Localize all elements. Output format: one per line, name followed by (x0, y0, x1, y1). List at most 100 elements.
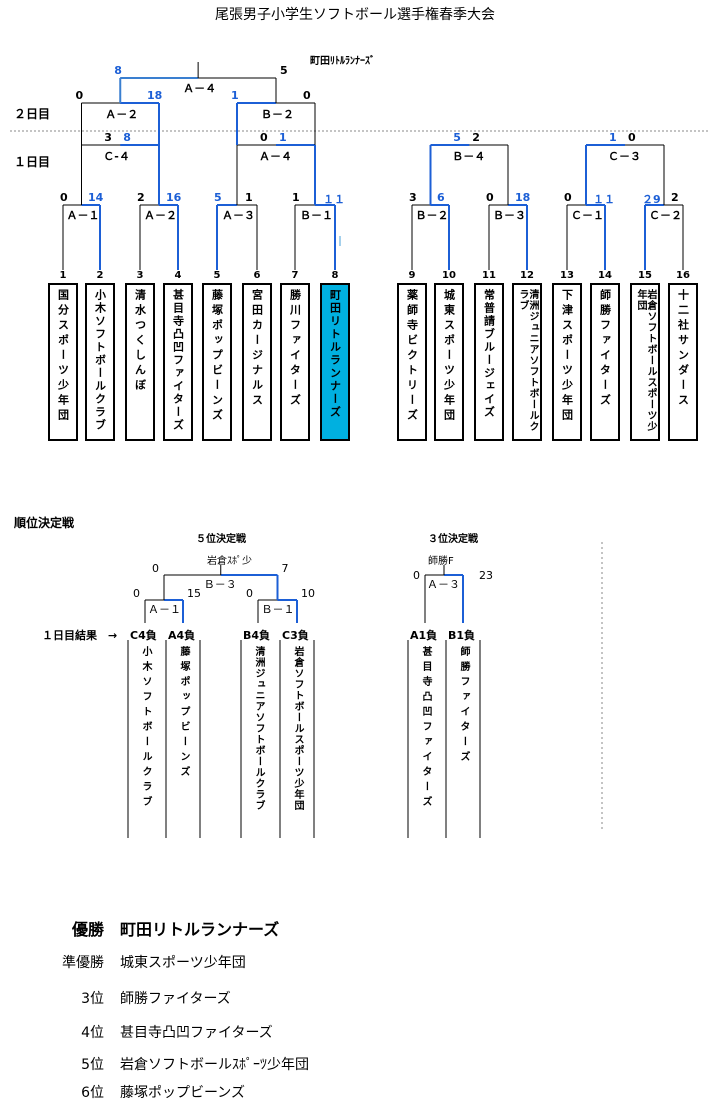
page-title: 尾張男子小学生ソフトボール選手権春季大会 (215, 7, 495, 23)
match-label-A3: Ａ－３ (222, 209, 255, 222)
score-C4-left: 3 (104, 131, 112, 144)
score-C3-left: 1 (609, 131, 617, 144)
team-box: 岩倉ソフトボールスポーツ少年団 (630, 283, 660, 441)
match-label-B4: Ｂ－４ (452, 150, 486, 163)
score-B3-right: 18 (515, 191, 531, 204)
day1-result-label: １日目結果 → (42, 629, 118, 642)
team-box: 町田リトルランナーズ (320, 283, 350, 441)
result-row: 4位甚目寺凸凹ファイターズ (40, 1022, 273, 1042)
placement-slot-team: 岩倉ソフトボールスポーツ少年団 (292, 646, 303, 811)
result-rank: 3位 (81, 991, 104, 1007)
score-A1-right: 14 (88, 191, 104, 204)
score-A4-right: 1 (279, 131, 287, 144)
team-number: 3 (136, 270, 144, 281)
placement-score-semiB-right: 10 (301, 587, 315, 600)
match-label-C3: Ｃ－３ (608, 150, 641, 163)
team-number: 15 (638, 270, 652, 281)
day1-label: １日目 (14, 155, 51, 169)
result-team: 藤塚ポップビーンズ (120, 1085, 246, 1101)
placement-label-semiB: Ｂ－１ (261, 603, 295, 616)
result-team: 城東スポーツ少年団 (120, 955, 246, 971)
score-C1-left: 0 (564, 191, 572, 204)
placement-slot-team: 藤塚ポップビーンズ (178, 646, 189, 781)
team-box: 清水つくしんぼ (125, 283, 155, 441)
team-box: 常普請ブルージェイズ (474, 283, 504, 441)
placement-slot-tag: A1負 (410, 629, 438, 642)
result-rank: 4位 (81, 1025, 104, 1041)
team-box: 宮田カージナルス (242, 283, 272, 441)
placement-heading: 順位決定戦 (14, 516, 75, 530)
match-label-A2: Ａ－２ (144, 209, 177, 222)
match-label-B1: Ｂ－１ (300, 209, 333, 222)
third-title: ３位決定戦 (428, 534, 478, 545)
team-number: 5 (213, 270, 221, 281)
score-A3-right: 1 (245, 191, 253, 204)
team-box: 藤塚ポップビーンズ (202, 283, 232, 441)
result-row: 5位岩倉ソフトボールｽﾎﾟｰﾂ少年団 (40, 1054, 309, 1074)
placement-slot-team: 小木ソフトボールクラブ (140, 646, 151, 811)
placement-slot-tag: B1負 (448, 629, 476, 642)
team-number: 13 (560, 270, 574, 281)
placement-label-semiA: Ａ－１ (148, 603, 181, 616)
score-A3-left: 5 (214, 191, 222, 204)
team-box: 国分スポーツ少年団 (48, 283, 78, 441)
match-label-final: Ａ－４ (183, 82, 217, 95)
team-box: 勝川ファイターズ (280, 283, 310, 441)
team-box: 城東スポーツ少年団 (434, 283, 464, 441)
score-A2-left: 2 (137, 191, 145, 204)
match-label-SA2: Ａ－２ (105, 108, 139, 121)
result-team: 岩倉ソフトボールｽﾎﾟｰﾂ少年団 (120, 1057, 309, 1073)
third-winner: 師勝F (428, 556, 454, 567)
team-box: 薬師寺ビクトリーズ (397, 283, 427, 441)
placement-slot-team: 清洲ジュニアソフトボールクラブ (253, 646, 264, 811)
placement-score-third-left: 0 (413, 569, 420, 582)
score-SB2-left: 1 (231, 89, 239, 102)
score-SB2-right: 0 (303, 89, 311, 102)
team-number: 4 (174, 270, 182, 281)
score-B4-right: 2 (472, 131, 480, 144)
match-label-A4: Ａ－４ (259, 150, 292, 163)
score-A2-right: 16 (166, 191, 182, 204)
team-number: 12 (520, 270, 534, 281)
placement-slot-tag: B4負 (243, 629, 271, 642)
score-C2-right: 2 (671, 191, 679, 204)
match-label-C2: Ｃ－２ (649, 209, 682, 222)
team-number: 11 (482, 270, 496, 281)
match-label-B2: Ｂ－２ (415, 209, 449, 222)
placement-score-fifth-right: 7 (281, 562, 289, 575)
score-B3-left: 0 (486, 191, 494, 204)
match-label-SB2: Ｂ－２ (261, 108, 294, 121)
result-rank: 6位 (81, 1085, 104, 1101)
placement-slot-tag: C4負 (130, 629, 157, 642)
champion-top-label: 町田ﾘﾄﾙﾗﾝﾅｰｽﾞ (310, 56, 375, 67)
score-SA2-left: 0 (75, 89, 84, 102)
day2-label: ２日目 (14, 107, 51, 121)
score-C2-left: ２9 (642, 193, 661, 206)
team-number: 16 (676, 270, 690, 281)
result-row: 6位藤塚ポップビーンズ (40, 1082, 245, 1102)
placement-slot-team: 師勝ファイターズ (458, 646, 469, 766)
placement-slot-tag: C3負 (282, 629, 309, 642)
score-B2-right: 6 (437, 191, 445, 204)
match-label-A1: Ａ－１ (66, 209, 100, 222)
placement-score-fifth-left: 0 (152, 562, 159, 575)
match-label-C1: Ｃ－１ (571, 209, 604, 222)
result-row: 準優勝城東スポーツ少年団 (40, 952, 246, 972)
team-box: 下津スポーツ少年団 (552, 283, 582, 441)
team-number: 9 (408, 270, 416, 281)
team-number: 10 (442, 270, 456, 281)
team-number: 7 (291, 270, 299, 281)
team-number: 8 (331, 270, 339, 281)
score-final-left: 8 (114, 64, 122, 77)
result-rank: 5位 (81, 1057, 104, 1073)
team-number: 1 (59, 270, 67, 281)
score-C1-right: １１ (593, 193, 615, 206)
score-B2-left: 3 (409, 191, 417, 204)
team-box: 清洲ジュニアソフトボールクラブ (512, 283, 542, 441)
result-row: 3位師勝ファイターズ (40, 988, 231, 1008)
team-box: 小木ソフトボールクラブ (85, 283, 115, 441)
team-box: 師勝ファイターズ (590, 283, 620, 441)
result-rank: 優勝 (71, 920, 104, 939)
result-rank: 準優勝 (62, 955, 104, 971)
